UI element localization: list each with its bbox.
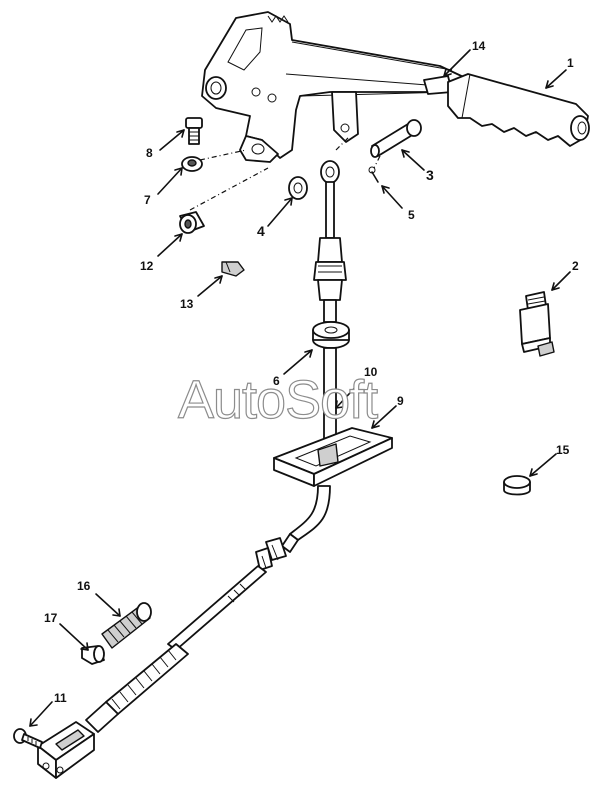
callout-6: 6: [273, 374, 280, 388]
assembly-line-spacer: [189, 167, 269, 211]
part-16-spring: [101, 602, 152, 649]
cable-lower-run: [85, 485, 331, 733]
callout-12: 12: [140, 259, 154, 273]
callout-15: 15: [556, 443, 570, 457]
part-12-spacer: [179, 211, 205, 234]
part-6-grommet: [312, 321, 350, 349]
part-5-cotter-pin: [368, 166, 379, 183]
part-3-clevis-pin: [370, 119, 422, 158]
part-11-bracket: [13, 721, 95, 779]
callout-10: 10: [364, 365, 378, 379]
part-15-plug: [503, 475, 531, 496]
callout-4: 4: [257, 223, 265, 239]
part-9-boot-frame: [273, 427, 393, 487]
part-8-bolt: [185, 117, 203, 145]
callout-2: 2: [572, 259, 579, 273]
leader-lines: [29, 49, 571, 727]
callout-11: 11: [54, 691, 67, 705]
part-1-handbrake-lever: [201, 11, 590, 163]
callout-3: 3: [426, 167, 434, 183]
part-4-washer: [288, 176, 308, 200]
callout-16: 16: [77, 579, 91, 593]
callout-5: 5: [408, 208, 415, 222]
callout-1: 1: [567, 56, 574, 70]
part-7-lock-washer: [181, 156, 203, 172]
callout-14: 14: [472, 39, 486, 53]
part-13-clip-nut: [221, 261, 245, 277]
callout-9: 9: [397, 394, 404, 408]
part-17-end-cap: [81, 645, 105, 665]
callout-13: 13: [180, 297, 194, 311]
cable-upper-end: [313, 160, 347, 323]
assembly-line-tab: [335, 135, 351, 151]
part-2-switch: [519, 291, 555, 357]
callout-17: 17: [44, 611, 58, 625]
callout-7: 7: [144, 193, 151, 207]
watermark-text: AutoSoft: [178, 370, 378, 430]
assembly-line-bolt: [199, 149, 247, 161]
assembly-line-pin: [373, 155, 381, 169]
callout-8: 8: [146, 146, 153, 160]
